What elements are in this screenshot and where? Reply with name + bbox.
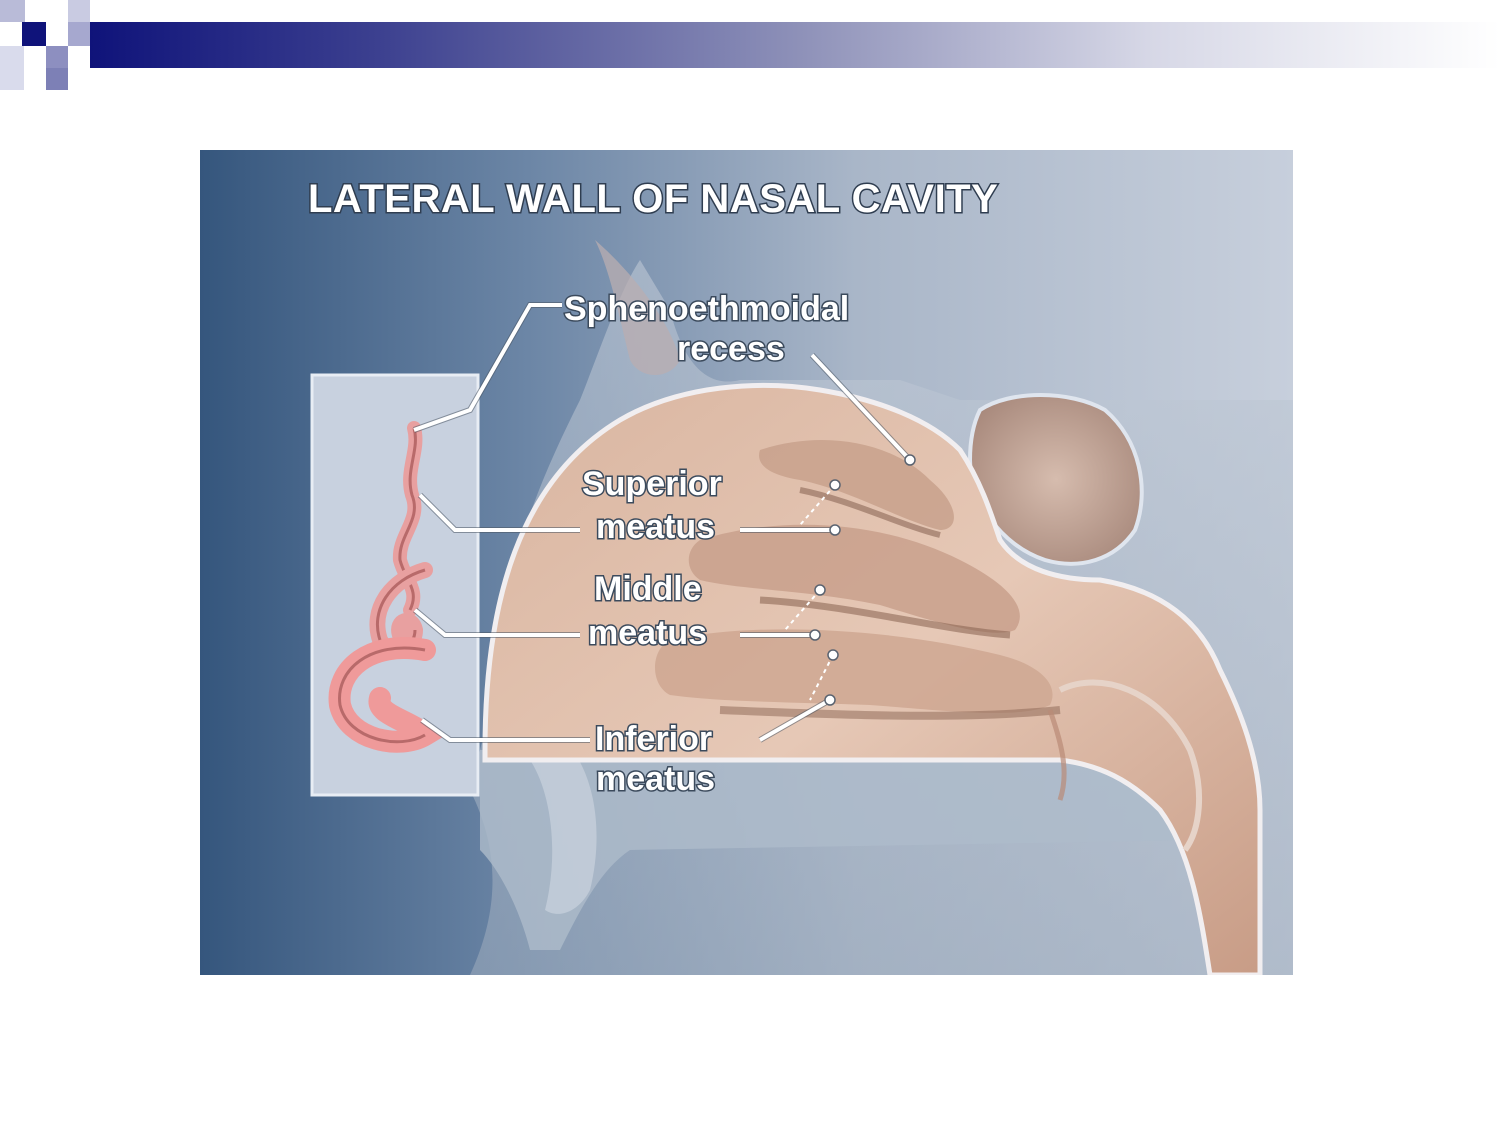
inferior-leader-inset — [420, 718, 590, 742]
ethmoid-bone — [595, 240, 680, 375]
label-superior-line2: meatus — [596, 508, 715, 546]
label-inferior-line2: meatus — [596, 760, 715, 798]
inferior-concha — [655, 629, 1053, 713]
sphenoethmoidal-pointer — [904, 454, 916, 466]
deco-square-light-left — [0, 46, 24, 90]
label-inferior-line1: Inferior — [595, 720, 712, 758]
inferior-leader-cavity — [759, 698, 831, 742]
label-superior-line1: Superior — [582, 465, 722, 503]
label-middle-line1: Middle — [594, 570, 702, 608]
deco-square-light-top — [0, 0, 25, 22]
sphenoethmoidal-leader-inset — [413, 303, 562, 432]
inferior-pointer-1 — [824, 694, 836, 706]
header-gradient-bar — [90, 22, 1500, 68]
nasal-vestibule — [1058, 679, 1202, 852]
deco-square-light-right — [68, 0, 90, 22]
deco-square-side — [68, 22, 90, 46]
nasal-cavity-illustration: LATERAL WALL OF NASAL CAVITY Sphenoethmo… — [200, 150, 1293, 975]
deco-square-lower — [46, 68, 68, 90]
deco-square-mid — [46, 46, 68, 68]
sphenoid-sinus — [967, 393, 1144, 566]
leader-lines — [412, 302, 916, 743]
slide-header-decoration — [0, 0, 1500, 100]
middle-pointer-1 — [809, 629, 821, 641]
superior-leader-inset — [418, 493, 580, 532]
sphenoethmoidal-leader-cavity — [810, 353, 912, 462]
deco-square-dark — [22, 22, 46, 46]
label-sphenoethmoidal-line2: recess — [677, 330, 785, 368]
middle-concha — [688, 524, 1020, 633]
maxilla-bone — [530, 760, 597, 914]
figure-title: LATERAL WALL OF NASAL CAVITY — [308, 177, 998, 221]
superior-pointer-1 — [829, 524, 841, 536]
palate-bone — [480, 750, 1200, 950]
label-sphenoethmoidal-line1: Sphenoethmoidal — [564, 290, 849, 328]
middle-leader-inset — [413, 608, 580, 637]
nasal-cavity-figure: LATERAL WALL OF NASAL CAVITY Sphenoethmo… — [200, 150, 1293, 975]
label-middle-line2: meatus — [588, 614, 707, 652]
